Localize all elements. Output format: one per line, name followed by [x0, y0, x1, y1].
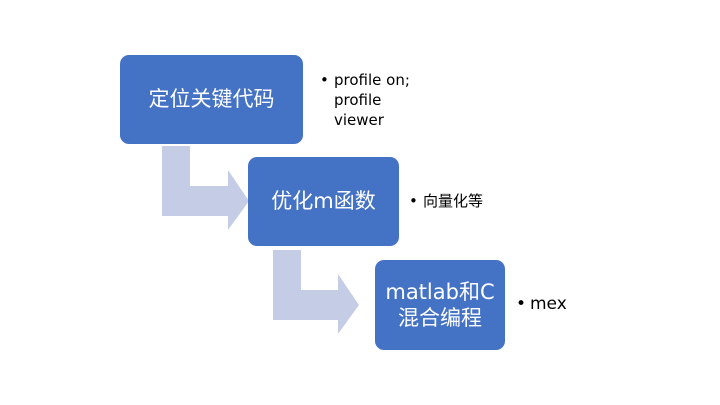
step-3-label-line-1: matlab和C	[385, 279, 495, 304]
step-3-label-line-2: 混合编程	[397, 306, 482, 330]
step-1-note-line-3: viewer	[334, 111, 384, 129]
step-1-note-line-1: profile on;	[320, 70, 410, 90]
step-2-note: 向量化等	[409, 191, 483, 211]
arrow-step2-to-step3	[273, 250, 359, 334]
step-3-note: mex	[516, 294, 567, 314]
step-1-box: 定位关键代码	[120, 55, 303, 144]
step-2-note-line-1: 向量化等	[409, 191, 483, 211]
step-2-box: 优化m函数	[248, 157, 399, 246]
step-2-label: 优化m函数	[271, 189, 376, 214]
arrow-step1-to-step2	[162, 146, 249, 230]
step-3-note-line-1: mex	[516, 294, 567, 314]
step-1-note: profile on; profile viewer	[320, 70, 410, 130]
step-1-note-line-2: profile	[334, 91, 382, 109]
step-1-label: 定位关键代码	[148, 87, 275, 112]
step-3-box: matlab和C 混合编程	[375, 260, 505, 350]
